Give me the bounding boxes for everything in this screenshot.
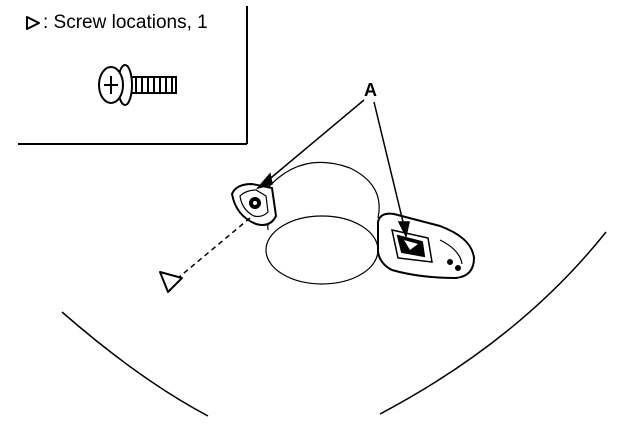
legend-box [18,6,248,145]
triangle-marker-icon [26,15,40,30]
callout-label-a: A [364,80,377,100]
screw-icon [98,64,177,106]
mirror-bracket [377,212,476,280]
panel-outline [61,231,607,417]
legend-caption: : Screw locations, 1 [25,12,208,34]
mirror-base-opening [265,161,380,285]
screw-direction-line [177,217,251,279]
clip-icon [230,182,278,226]
legend-text: : Screw locations, 1 [43,12,208,33]
screw-triangle-marker [159,271,183,293]
callout-arrows [255,99,410,239]
